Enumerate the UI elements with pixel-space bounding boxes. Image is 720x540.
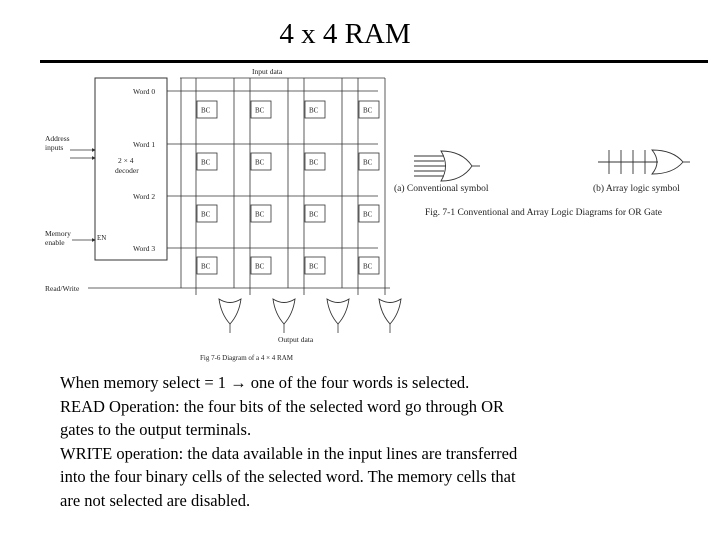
binary-cell-label: BC <box>201 263 211 271</box>
body-line-2: READ Operation: the four bits of the sel… <box>60 396 505 416</box>
binary-cell-r2c2 <box>304 204 326 223</box>
binary-cell-r0c0 <box>196 100 218 119</box>
or-figure-caption: Fig. 7-1 Conventional and Array Logic Di… <box>425 207 662 218</box>
binary-cell-label: BC <box>255 159 265 167</box>
decoder-label-1: 2 × 4 <box>118 156 134 165</box>
word-1-label: Word 1 <box>133 140 155 149</box>
column-wires <box>180 78 386 295</box>
binary-cell-label: BC <box>363 211 373 219</box>
word-3-label: Word 3 <box>133 244 155 253</box>
en-label: EN <box>97 234 106 242</box>
address-label-1: Address <box>45 134 70 143</box>
array-symbol-label: (b) Array logic symbol <box>593 183 680 194</box>
slide-title: 4 x 4 RAM <box>279 18 411 50</box>
input-data-label: Input data <box>252 67 283 76</box>
body-line-6: are not selected are disabled. <box>60 490 251 510</box>
binary-cell-label: BC <box>309 107 319 115</box>
binary-cell-r3c1 <box>250 256 272 275</box>
binary-cell-label: BC <box>309 159 319 167</box>
binary-cell-label: BC <box>363 159 373 167</box>
memory-enable-label-1: Memory <box>45 229 71 238</box>
binary-cell-r3c0 <box>196 256 218 275</box>
binary-cell-label: BC <box>255 263 265 271</box>
binary-cell-r0c3 <box>358 100 380 119</box>
decoder-box <box>94 77 168 261</box>
word-2-label: Word 2 <box>133 192 155 201</box>
title-divider <box>40 60 708 63</box>
memory-enable-label-2: enable <box>45 238 65 247</box>
binary-cell-r3c2 <box>304 256 326 275</box>
binary-cell-r1c3 <box>358 152 380 171</box>
explanation-text: When memory select = 1 → one of the four… <box>60 371 660 512</box>
ram-figure-caption: Fig 7-6 Diagram of a 4 × 4 RAM <box>200 354 294 362</box>
binary-cell-label: BC <box>309 263 319 271</box>
or-gate-3 <box>378 298 402 325</box>
or-gates <box>218 298 402 333</box>
or-gate-1 <box>272 298 296 325</box>
body-line-1: When memory select = 1 → one of the four… <box>60 373 470 392</box>
output-data-label: Output data <box>278 335 314 344</box>
address-label-2: inputs <box>45 143 63 152</box>
body-line-3: gates to the output terminals. <box>60 420 252 439</box>
binary-cell-r1c2 <box>304 152 326 171</box>
binary-cell-r2c1 <box>250 204 272 223</box>
binary-cell-label: BC <box>363 107 373 115</box>
read-write-label: Read/Write <box>45 284 80 293</box>
binary-cell-r1c0 <box>196 152 218 171</box>
or-gate-0 <box>218 298 242 325</box>
word-0-label: Word 0 <box>133 87 155 96</box>
array-or-symbol <box>598 149 690 175</box>
or-gate-2 <box>326 298 350 325</box>
binary-cell-label: BC <box>255 107 265 115</box>
binary-cell-label: BC <box>363 263 373 271</box>
conventional-or-symbol <box>414 150 480 182</box>
binary-cell-label: BC <box>309 211 319 219</box>
body-line-4: WRITE operation: the data available in t… <box>60 443 518 463</box>
binary-cell-r3c3 <box>358 256 380 275</box>
binary-cell-r0c1 <box>250 100 272 119</box>
conventional-symbol-label: (a) Conventional symbol <box>394 183 489 194</box>
binary-cell-grid: BC BC BC BC BC BC BC BC BC BC BC BC BC BC BC BC <box>196 100 380 275</box>
binary-cell-label: BC <box>201 159 211 167</box>
binary-cell-r1c1 <box>250 152 272 171</box>
decoder-label-2: decoder <box>115 166 139 175</box>
binary-cell-r2c0 <box>196 204 218 223</box>
body-line-5: into the four binary cells of the select… <box>60 467 516 486</box>
binary-cell-r2c3 <box>358 204 380 223</box>
binary-cell-r0c2 <box>304 100 326 119</box>
binary-cell-label: BC <box>255 211 265 219</box>
binary-cell-label: BC <box>201 211 211 219</box>
binary-cell-label: BC <box>201 107 211 115</box>
